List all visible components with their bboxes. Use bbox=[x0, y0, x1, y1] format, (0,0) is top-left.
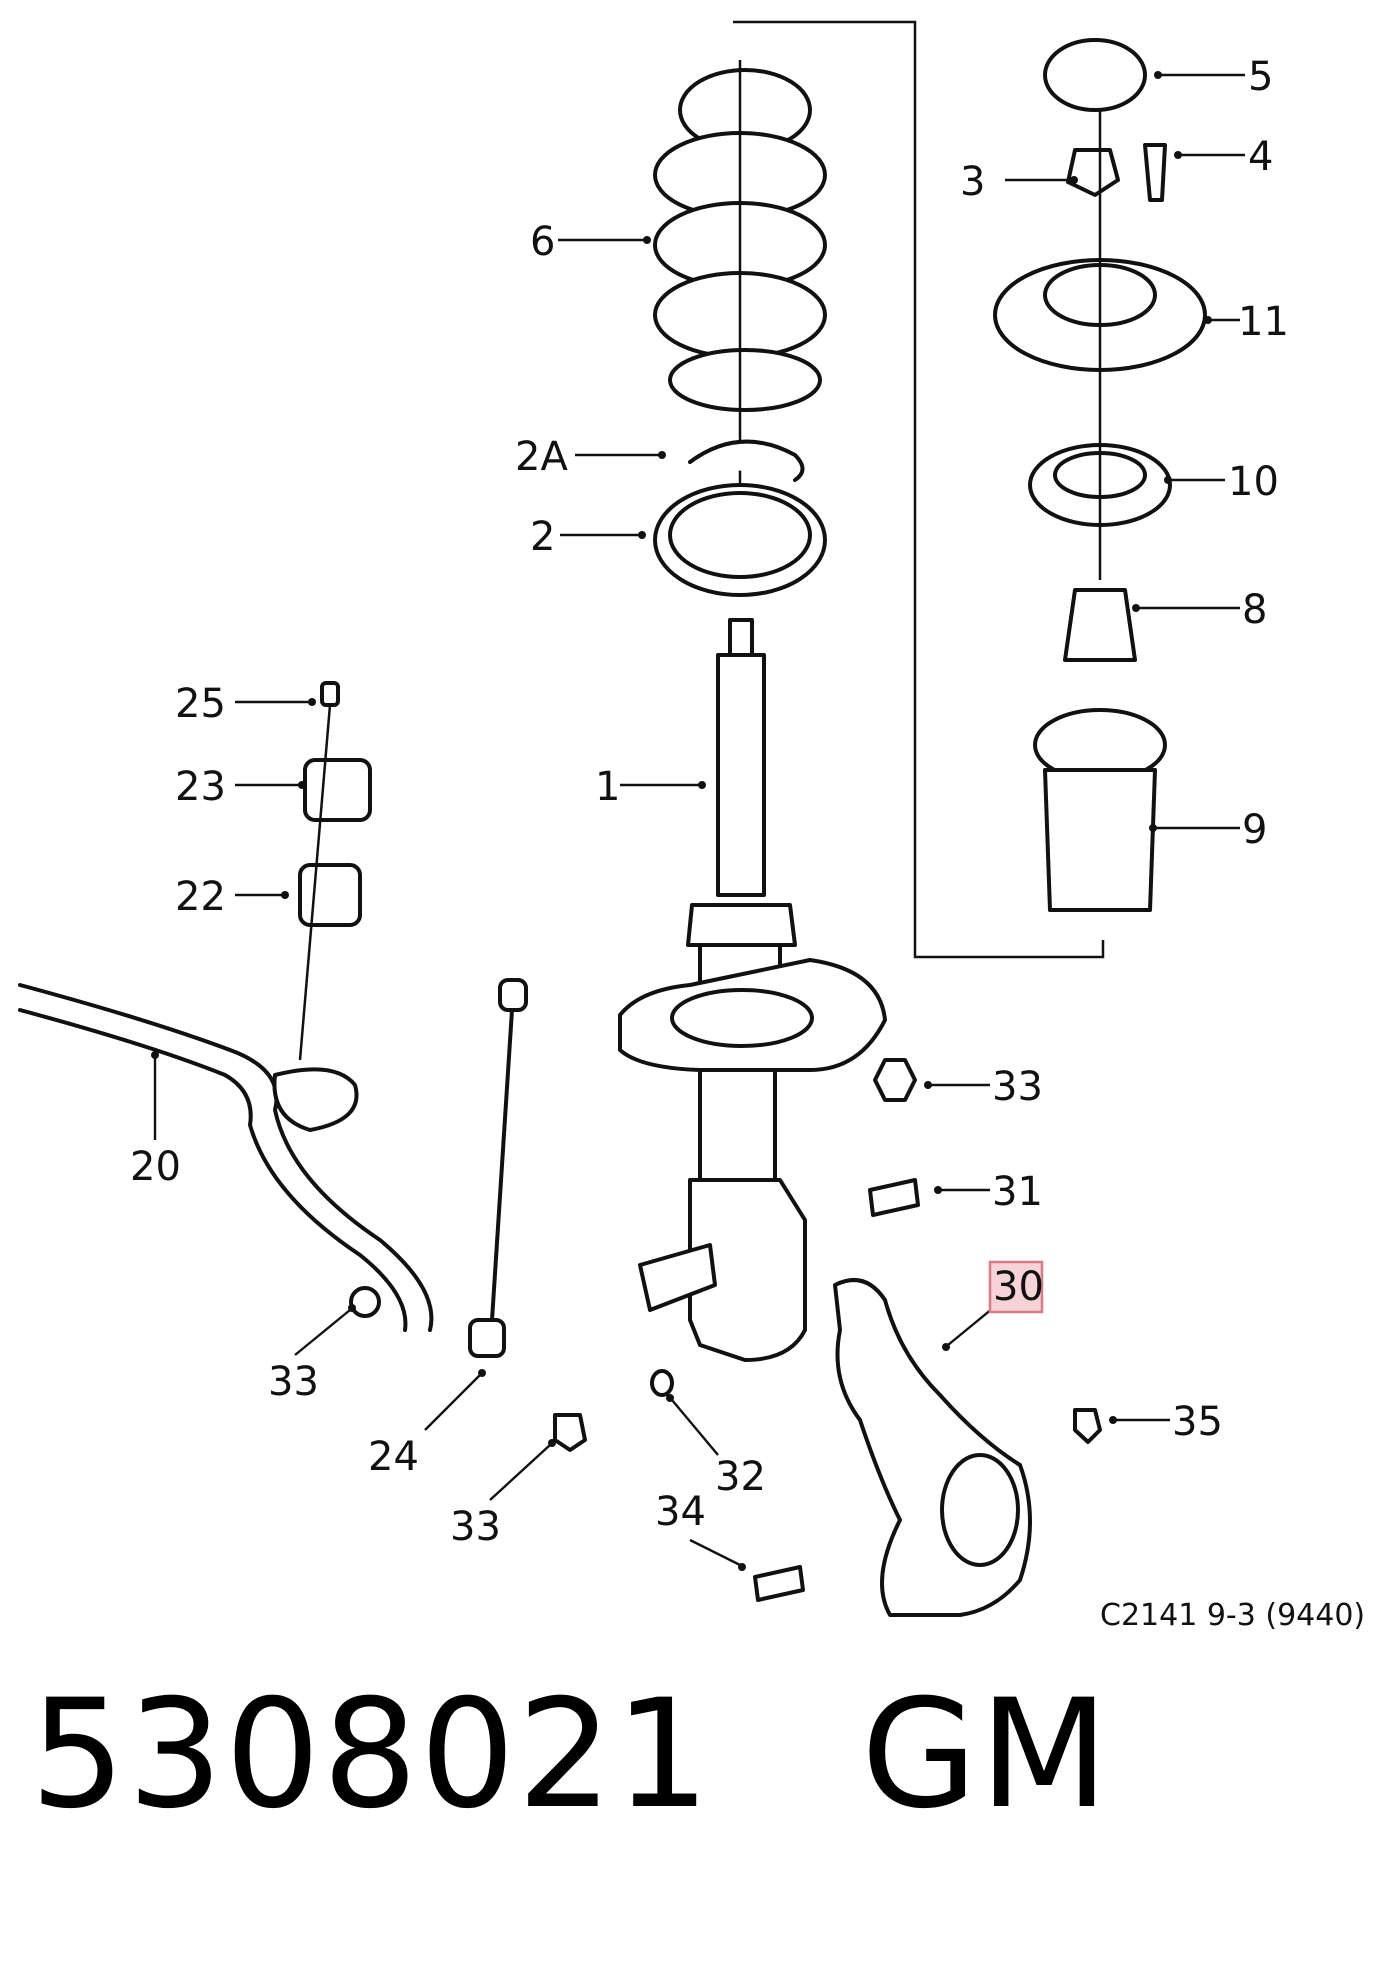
callout-33-upper: 33 bbox=[992, 1064, 1043, 1110]
callout-30: 30 bbox=[993, 1264, 1044, 1310]
callout-1: 1 bbox=[595, 764, 620, 810]
callout-20: 20 bbox=[130, 1144, 181, 1190]
diagram-reference-code: C2141 9-3 (9440) bbox=[1100, 1598, 1365, 1633]
assembly-bracket-line bbox=[733, 20, 1105, 959]
stabilizer-bar bbox=[18, 983, 434, 1332]
nut-33-upper bbox=[873, 1058, 917, 1102]
callout-8: 8 bbox=[1242, 587, 1267, 633]
stabilizer-bushing bbox=[298, 863, 362, 927]
bump-stop bbox=[1063, 588, 1137, 662]
stabilizer-clamp bbox=[303, 758, 372, 822]
callout-35: 35 bbox=[1172, 1399, 1223, 1445]
dust-boot bbox=[1033, 708, 1167, 912]
callout-2a: 2A bbox=[515, 434, 568, 480]
callout-2: 2 bbox=[530, 514, 555, 560]
callout-3: 3 bbox=[960, 159, 985, 205]
callout-23: 23 bbox=[175, 764, 226, 810]
callout-6: 6 bbox=[530, 219, 555, 265]
leader-lines bbox=[151, 71, 1245, 1571]
stabilizer-link bbox=[468, 978, 528, 1358]
nut-35 bbox=[1073, 1408, 1102, 1444]
top-mount-bolt bbox=[1143, 143, 1167, 202]
bolt-31 bbox=[868, 1178, 920, 1217]
part-number: 5308021 bbox=[30, 1668, 713, 1842]
callout-33-lower: 33 bbox=[450, 1504, 501, 1550]
shock-absorber-strut bbox=[618, 618, 887, 1362]
washer-32 bbox=[650, 1369, 674, 1397]
spring-seat bbox=[653, 483, 827, 597]
spring-seat-2a bbox=[688, 439, 805, 482]
bushing-33-left bbox=[349, 1286, 381, 1318]
coil-spring bbox=[653, 60, 827, 560]
callout-11: 11 bbox=[1238, 299, 1289, 345]
highlight-box bbox=[988, 1260, 1044, 1314]
callout-33-left: 33 bbox=[268, 1359, 319, 1405]
strut-top-cap bbox=[1043, 38, 1147, 112]
callout-10: 10 bbox=[1228, 459, 1279, 505]
callout-24: 24 bbox=[368, 1434, 419, 1480]
callout-34: 34 bbox=[655, 1489, 706, 1535]
clamp-bolt bbox=[320, 681, 340, 707]
steering-knuckle bbox=[833, 1278, 1032, 1617]
part-number-line: 5308021 GM bbox=[30, 1680, 1111, 1830]
callout-25: 25 bbox=[175, 681, 226, 727]
callout-31: 31 bbox=[992, 1169, 1043, 1215]
callout-9: 9 bbox=[1242, 807, 1267, 853]
bolt-34 bbox=[753, 1565, 805, 1602]
nut-33-lower bbox=[553, 1413, 587, 1452]
brand: GM bbox=[861, 1668, 1111, 1842]
top-nut bbox=[1066, 148, 1120, 197]
callout-22: 22 bbox=[175, 874, 226, 920]
callout-5: 5 bbox=[1248, 54, 1273, 100]
callout-4: 4 bbox=[1248, 134, 1273, 180]
callout-32: 32 bbox=[715, 1454, 766, 1500]
